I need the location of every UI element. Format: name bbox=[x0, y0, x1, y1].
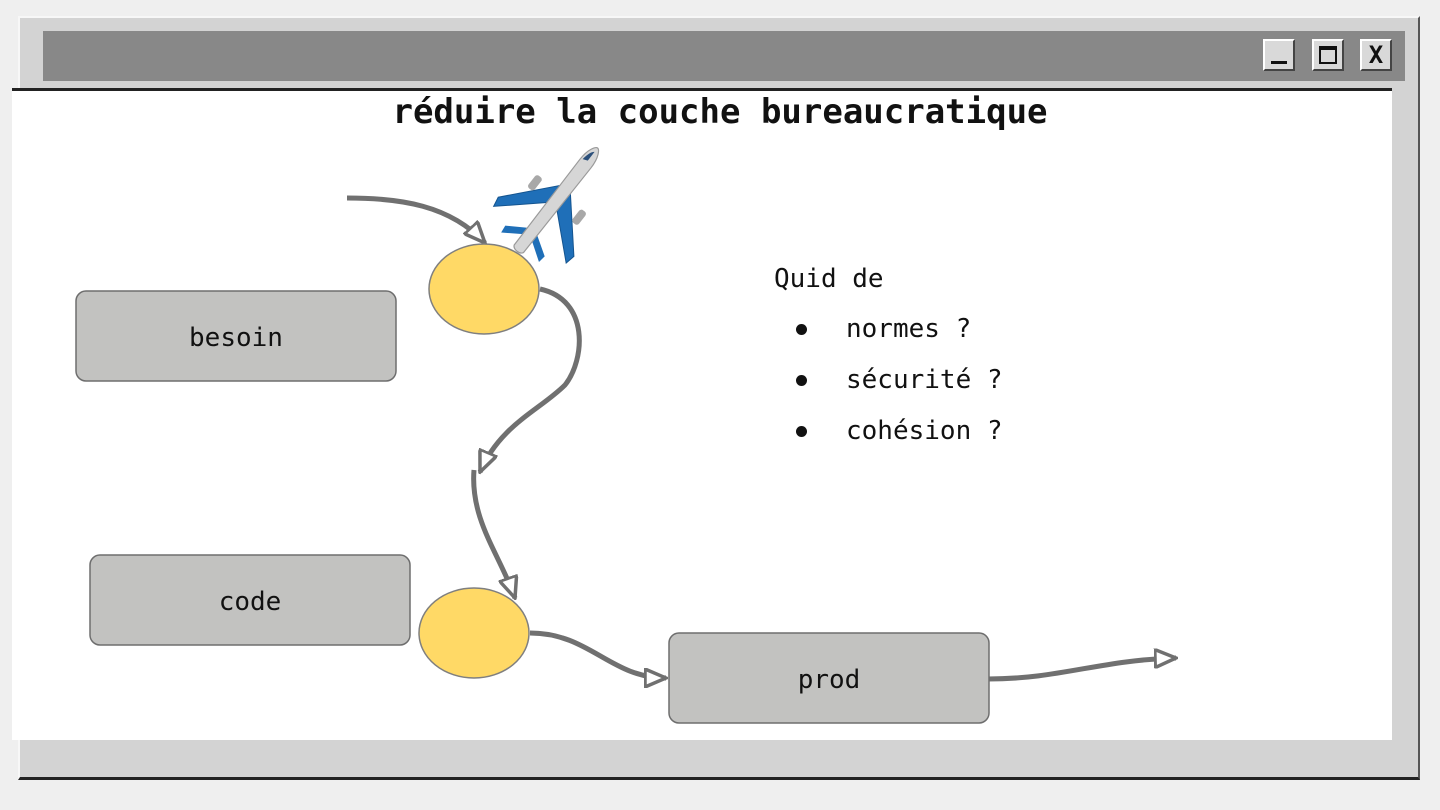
arrow-to-circle2 bbox=[471, 469, 515, 598]
close-icon: X bbox=[1368, 41, 1384, 69]
list-item-label: sécurité ? bbox=[846, 365, 1003, 395]
decision-circle-bottom[interactable] bbox=[418, 587, 530, 679]
questions-block: Quid de normes ? sécurité ? cohésion ? bbox=[774, 262, 1003, 465]
node-code-label: code bbox=[219, 587, 282, 617]
questions-intro: Quid de bbox=[774, 264, 884, 294]
title-bar[interactable]: X bbox=[43, 31, 1405, 81]
list-item: cohésion ? bbox=[774, 414, 1003, 465]
arrow-to-prod bbox=[529, 630, 666, 678]
maximize-icon bbox=[1319, 46, 1337, 64]
bullet-icon bbox=[796, 426, 807, 437]
maximize-button[interactable] bbox=[1312, 39, 1344, 71]
decision-circle-top[interactable] bbox=[428, 243, 540, 335]
arrow-exit bbox=[987, 658, 1176, 682]
page-title: réduire la couche bureaucratique bbox=[392, 92, 1048, 132]
bullet-icon bbox=[796, 375, 807, 386]
airplane-icon bbox=[492, 147, 600, 264]
arrow-entry bbox=[346, 195, 485, 243]
minimize-button[interactable] bbox=[1263, 39, 1295, 71]
node-prod-label: prod bbox=[798, 665, 861, 695]
list-item-label: cohésion ? bbox=[846, 416, 1003, 446]
list-item: normes ? bbox=[774, 312, 1003, 363]
list-item-label: normes ? bbox=[846, 314, 972, 344]
node-prod[interactable]: prod bbox=[668, 632, 990, 724]
node-code[interactable]: code bbox=[89, 554, 411, 646]
bullet-icon bbox=[796, 324, 807, 335]
list-item: sécurité ? bbox=[774, 363, 1003, 414]
node-besoin[interactable]: besoin bbox=[75, 290, 397, 382]
node-besoin-label: besoin bbox=[189, 323, 283, 353]
close-button[interactable]: X bbox=[1360, 39, 1392, 71]
minimize-icon bbox=[1271, 61, 1287, 64]
questions-list: normes ? sécurité ? cohésion ? bbox=[774, 312, 1003, 465]
arrow-circle1-down bbox=[477, 286, 582, 472]
